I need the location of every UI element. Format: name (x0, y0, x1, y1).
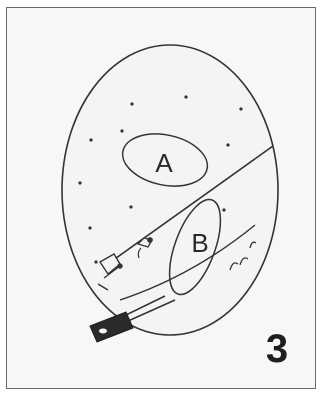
dot (89, 138, 92, 141)
cannula-handle (90, 312, 133, 342)
dot (88, 226, 91, 229)
probe-pivot (118, 264, 122, 268)
dot (184, 95, 187, 98)
dot (78, 181, 81, 184)
dot (129, 205, 132, 208)
oval-fill (62, 45, 278, 335)
dot (120, 129, 123, 132)
tool-pivot (148, 238, 152, 242)
dot (94, 260, 97, 263)
region-b-label: B (191, 228, 208, 258)
dot (222, 208, 225, 211)
dot (226, 143, 229, 146)
figure-number: 3 (266, 327, 288, 371)
dot (130, 102, 133, 105)
cannula-port (99, 329, 107, 334)
region-a-label: A (155, 148, 173, 178)
dot (239, 107, 242, 110)
